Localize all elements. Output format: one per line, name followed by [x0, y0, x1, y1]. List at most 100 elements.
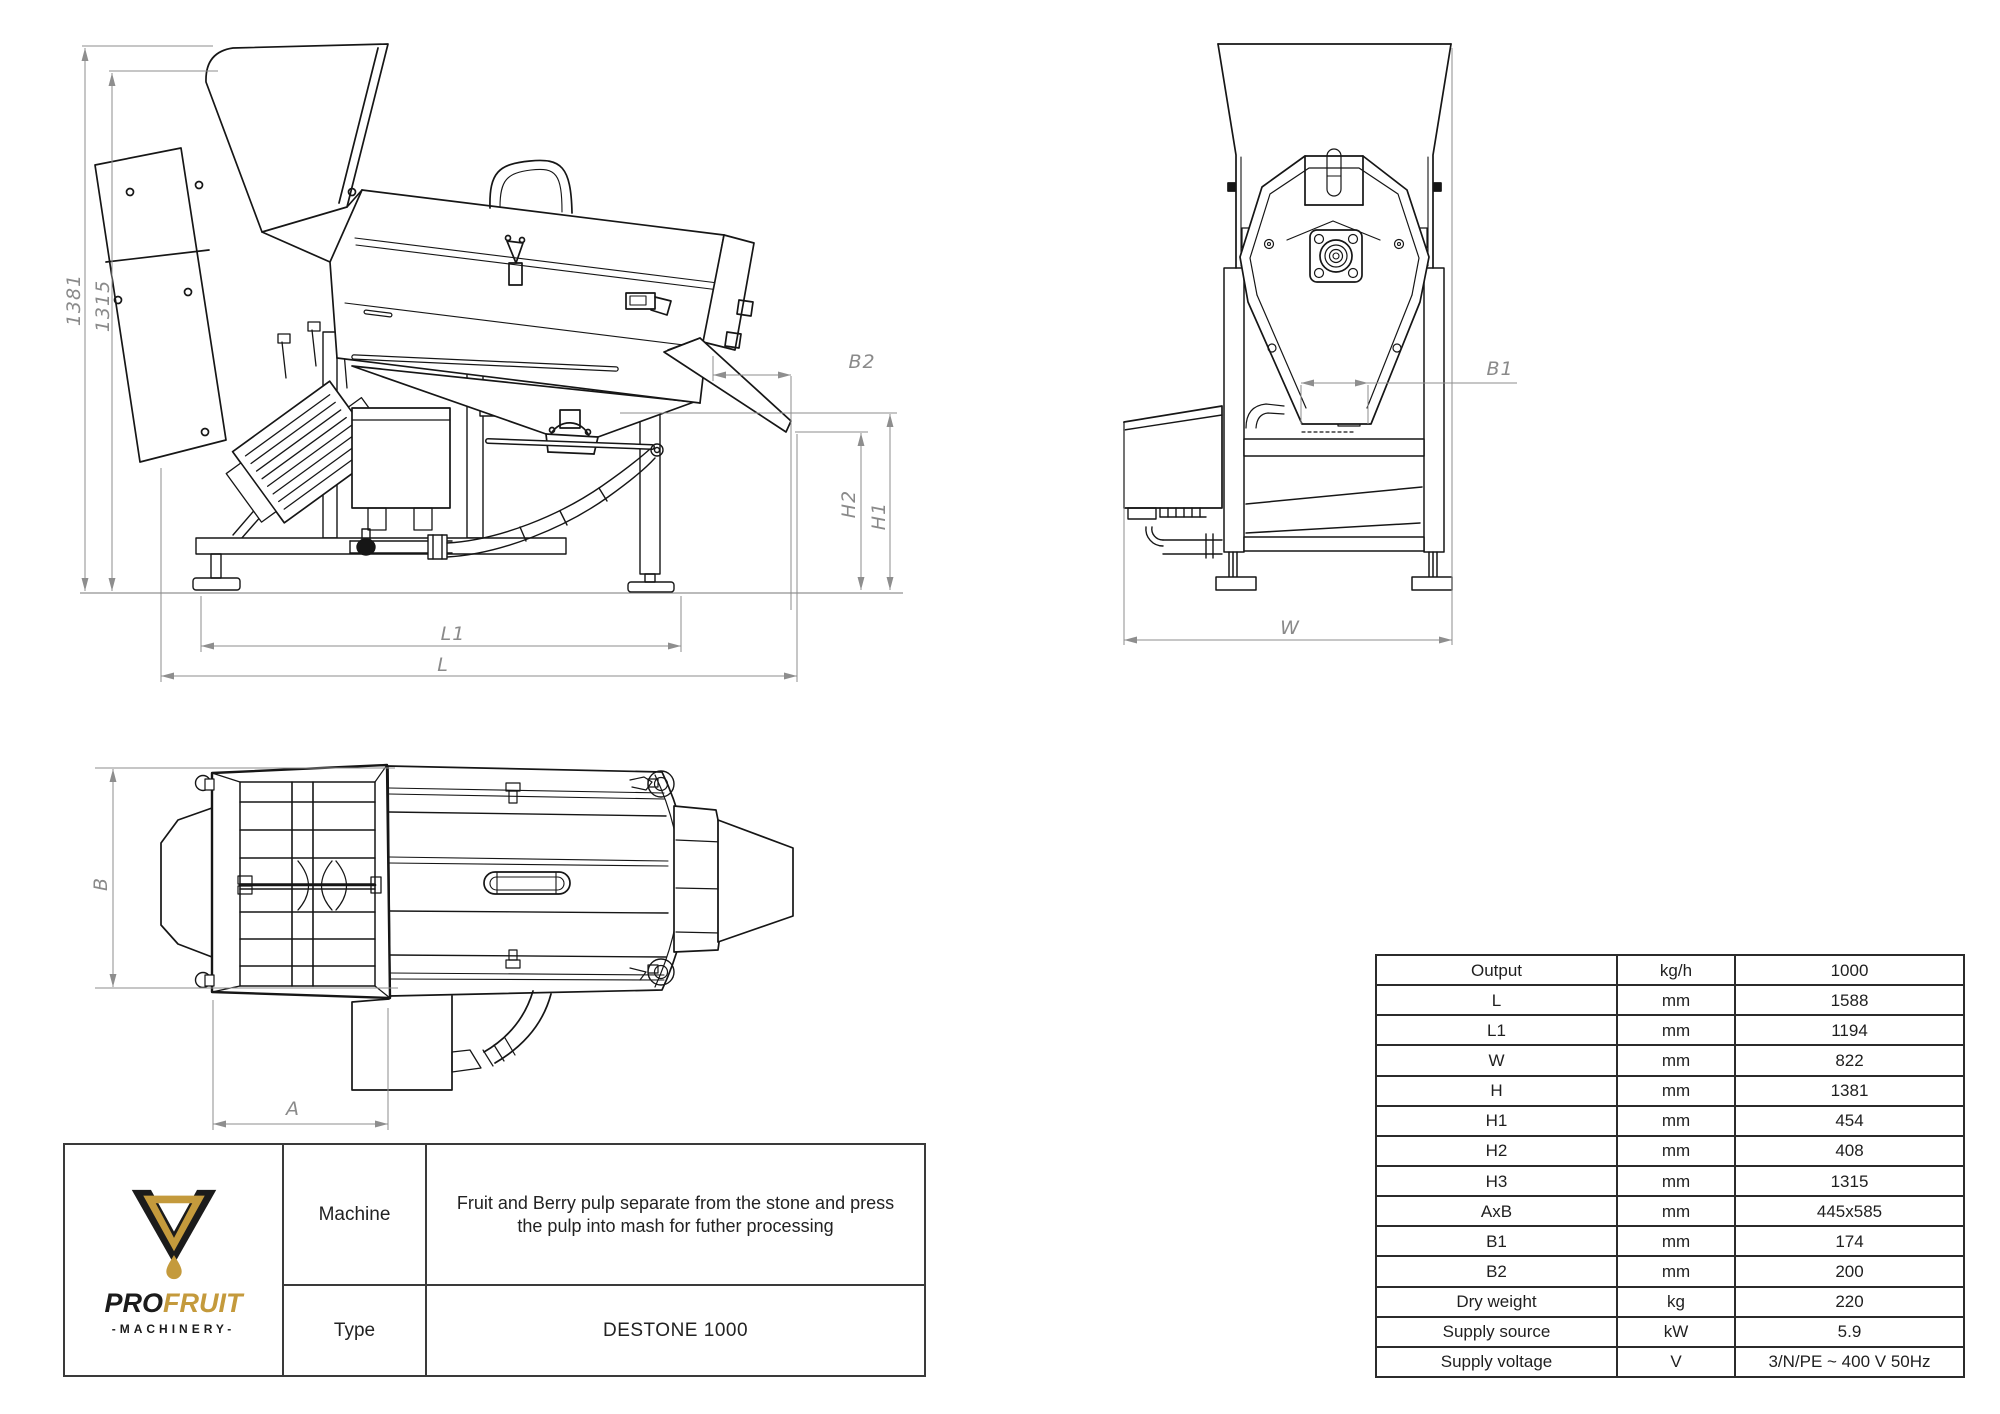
- spec-value: 200: [1734, 1255, 1965, 1288]
- front-motor-box: [1123, 405, 1223, 559]
- dim-label-b: B: [90, 876, 112, 892]
- front-view: [1123, 43, 1453, 591]
- title-block-labels: Machine Type: [284, 1145, 427, 1375]
- front-hopper: [1217, 43, 1452, 269]
- side-pulp-funnel: [351, 365, 695, 455]
- logo-text-pro: PRO: [104, 1288, 164, 1318]
- top-cone: [673, 805, 794, 953]
- spec-value: 822: [1734, 1044, 1965, 1077]
- dim-a: [212, 1000, 389, 1130]
- spec-param: H3: [1375, 1164, 1618, 1198]
- spec-value: 3/N/PE ~ 400 V 50Hz: [1734, 1345, 1965, 1379]
- top-grate: [194, 763, 392, 1000]
- spec-value: 1194: [1734, 1014, 1965, 1047]
- front-drum: [1239, 148, 1430, 425]
- spec-param: AxB: [1375, 1195, 1618, 1228]
- dim-1315: [108, 70, 218, 591]
- dim-b: [95, 767, 398, 989]
- spec-param: W: [1375, 1044, 1618, 1077]
- title-block: PROFRUIT -MACHINERY- Machine Type Fruit …: [63, 1143, 926, 1377]
- spec-param: L1: [1375, 1014, 1618, 1047]
- spec-param: H1: [1375, 1104, 1618, 1137]
- top-motor-cap: [160, 807, 219, 958]
- spec-param: Output: [1375, 953, 1618, 987]
- spec-unit: mm: [1616, 984, 1736, 1017]
- side-hopper: [94, 43, 389, 463]
- top-drum: [387, 765, 689, 997]
- type-label: Type: [333, 1319, 376, 1341]
- spec-value: 1000: [1734, 953, 1965, 987]
- dim-l1: [200, 596, 682, 652]
- spec-unit: mm: [1616, 1104, 1736, 1137]
- dim-h2: [795, 431, 868, 590]
- dim-label-l1: L1: [440, 623, 466, 645]
- dim-label-h2: H2: [838, 489, 860, 519]
- side-view: [94, 43, 792, 593]
- spec-value: 5.9: [1734, 1315, 1965, 1348]
- spec-unit: kg/h: [1616, 953, 1736, 987]
- logo-cell: PROFRUIT -MACHINERY-: [65, 1145, 284, 1375]
- spec-value: 174: [1734, 1225, 1965, 1258]
- dim-label-w: W: [1280, 617, 1300, 639]
- dim-b1: [1300, 379, 1517, 424]
- logo-text-fruit: FRUIT: [163, 1288, 243, 1318]
- spec-value: 408: [1734, 1134, 1965, 1167]
- spec-param: Dry weight: [1375, 1285, 1618, 1318]
- spec-unit: mm: [1616, 1044, 1736, 1077]
- machine-label: Machine: [318, 1203, 391, 1225]
- spec-unit: mm: [1616, 1225, 1736, 1258]
- dim-h1: [620, 412, 897, 590]
- spec-unit: mm: [1616, 1164, 1736, 1198]
- spec-unit: mm: [1616, 1074, 1736, 1107]
- dim-label-1315: 1315: [92, 279, 114, 333]
- side-piping: [349, 443, 664, 560]
- dim-b2: [712, 356, 792, 610]
- spec-unit: mm: [1616, 1134, 1736, 1167]
- spec-unit: V: [1616, 1345, 1736, 1379]
- dim-label-l: L: [437, 654, 449, 676]
- spec-param: Supply voltage: [1375, 1345, 1618, 1379]
- top-view: [160, 763, 794, 1091]
- machine-description: Fruit and Berry pulp separate from the s…: [456, 1193, 895, 1236]
- logo-text-machinery: -MACHINERY-: [111, 1322, 236, 1336]
- spec-value: 445x585: [1734, 1195, 1965, 1228]
- dimensions: [80, 45, 1517, 1130]
- spec-param: B1: [1375, 1225, 1618, 1258]
- spec-param: Supply source: [1375, 1315, 1618, 1348]
- type-value: DESTONE 1000: [602, 1319, 749, 1341]
- spec-unit: mm: [1616, 1195, 1736, 1228]
- spec-value: 454: [1734, 1104, 1965, 1137]
- side-motor: [225, 321, 451, 531]
- spec-value: 1588: [1734, 984, 1965, 1017]
- spec-unit: mm: [1616, 1255, 1736, 1288]
- spec-param: B2: [1375, 1255, 1618, 1288]
- dim-w: [1123, 48, 1453, 645]
- dim-label-a: A: [286, 1098, 300, 1120]
- spec-unit: mm: [1616, 1014, 1736, 1047]
- spec-value: 1381: [1734, 1074, 1965, 1107]
- dim-label-b1: B1: [1486, 358, 1514, 380]
- logo-wordmark: PROFRUIT: [105, 1290, 243, 1317]
- dim-1381: [81, 45, 213, 591]
- spec-value: 1315: [1734, 1164, 1965, 1198]
- spec-unit: kW: [1616, 1315, 1736, 1348]
- spec-param: H: [1375, 1074, 1618, 1107]
- spec-unit: kg: [1616, 1285, 1736, 1318]
- profruit-logo-icon: [131, 1189, 216, 1280]
- spec-param: L: [1375, 984, 1618, 1017]
